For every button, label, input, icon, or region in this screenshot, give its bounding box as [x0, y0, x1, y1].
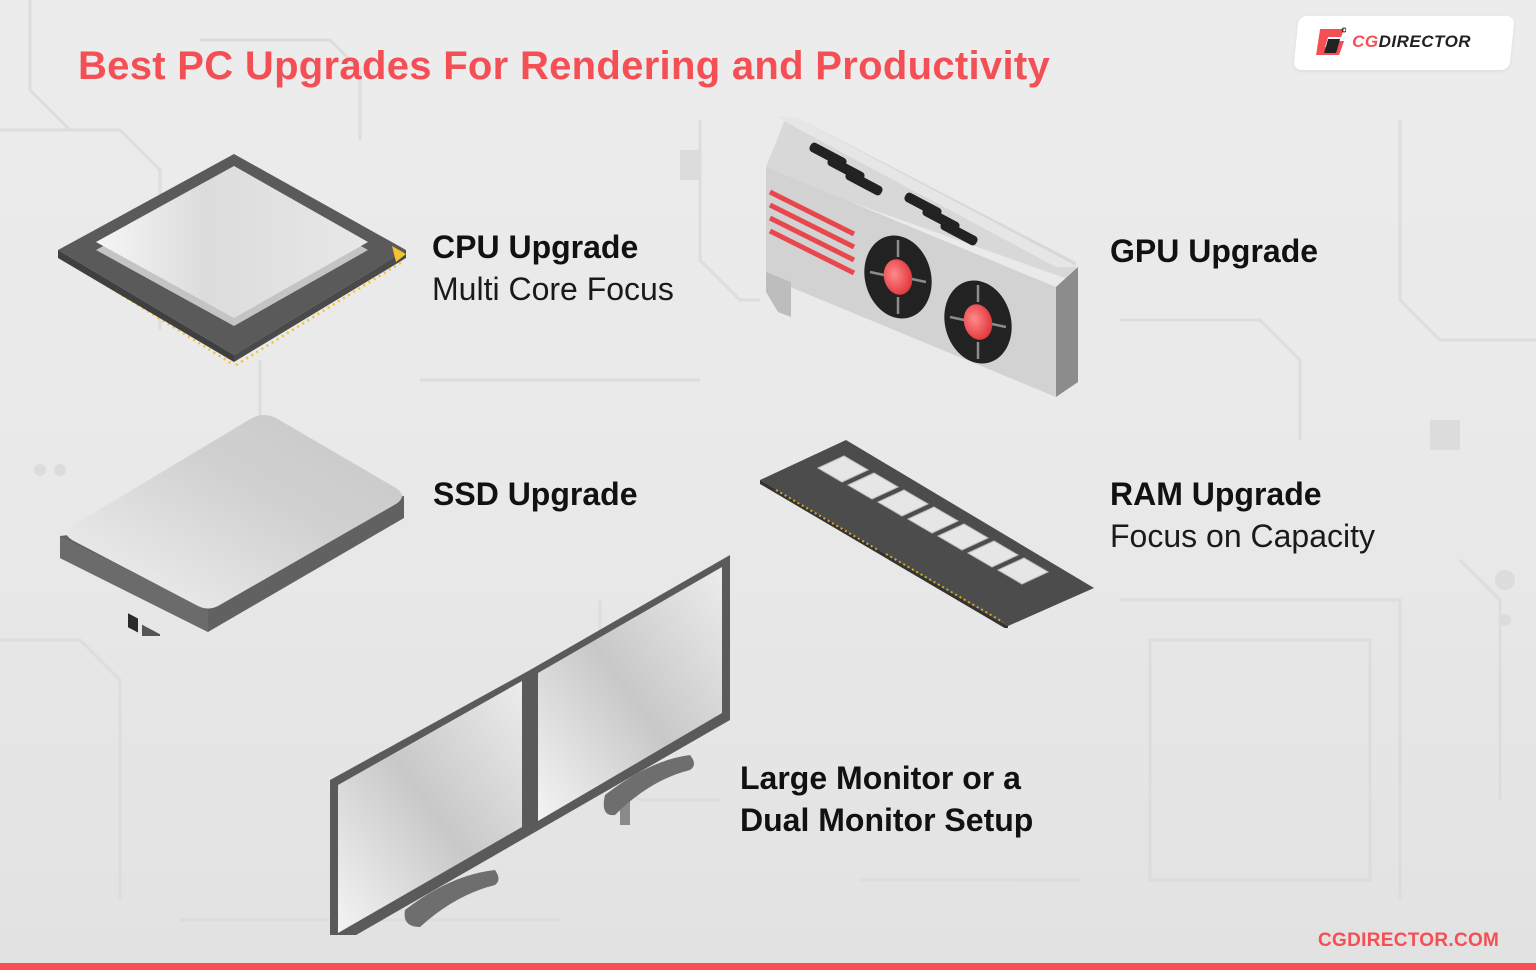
cpu-upgrade-title: CPU Upgrade	[432, 229, 639, 265]
cpu-icon	[58, 154, 406, 367]
ssd-upgrade-title: SSD Upgrade	[433, 476, 638, 512]
monitor-upgrade-label: Large Monitor or a Dual Monitor Setup	[740, 757, 1033, 841]
cpu-upgrade-label: CPU Upgrade Multi Core Focus	[432, 226, 674, 310]
ram-upgrade-title: RAM Upgrade	[1110, 476, 1322, 512]
monitor-upgrade-title-line2: Dual Monitor Setup	[740, 802, 1034, 838]
ram-icon	[760, 440, 1094, 628]
footer-accent-bar	[0, 963, 1536, 970]
cgdirector-logo[interactable]: CGDIRECTOR	[1293, 16, 1515, 70]
monitor-upgrade-title-line1: Large Monitor or a	[740, 760, 1021, 796]
gpu-icon	[766, 117, 1078, 397]
gpu-upgrade-label: GPU Upgrade	[1110, 230, 1318, 272]
cpu-upgrade-subtitle: Multi Core Focus	[432, 271, 674, 307]
ssd-upgrade-label: SSD Upgrade	[433, 473, 637, 515]
footer-url[interactable]: CGDIRECTOR.COM	[1318, 930, 1500, 951]
page-title: Best PC Upgrades For Rendering and Produ…	[78, 44, 1051, 88]
ram-upgrade-subtitle: Focus on Capacity	[1110, 518, 1376, 554]
gpu-upgrade-title: GPU Upgrade	[1110, 233, 1319, 269]
ram-upgrade-label: RAM Upgrade Focus on Capacity	[1110, 473, 1375, 557]
dual-monitor-icon	[330, 555, 730, 935]
cgdirector-logo-icon	[1316, 27, 1347, 55]
ssd-icon	[60, 415, 404, 636]
logo-wordmark: CGDIRECTOR	[1352, 32, 1472, 51]
